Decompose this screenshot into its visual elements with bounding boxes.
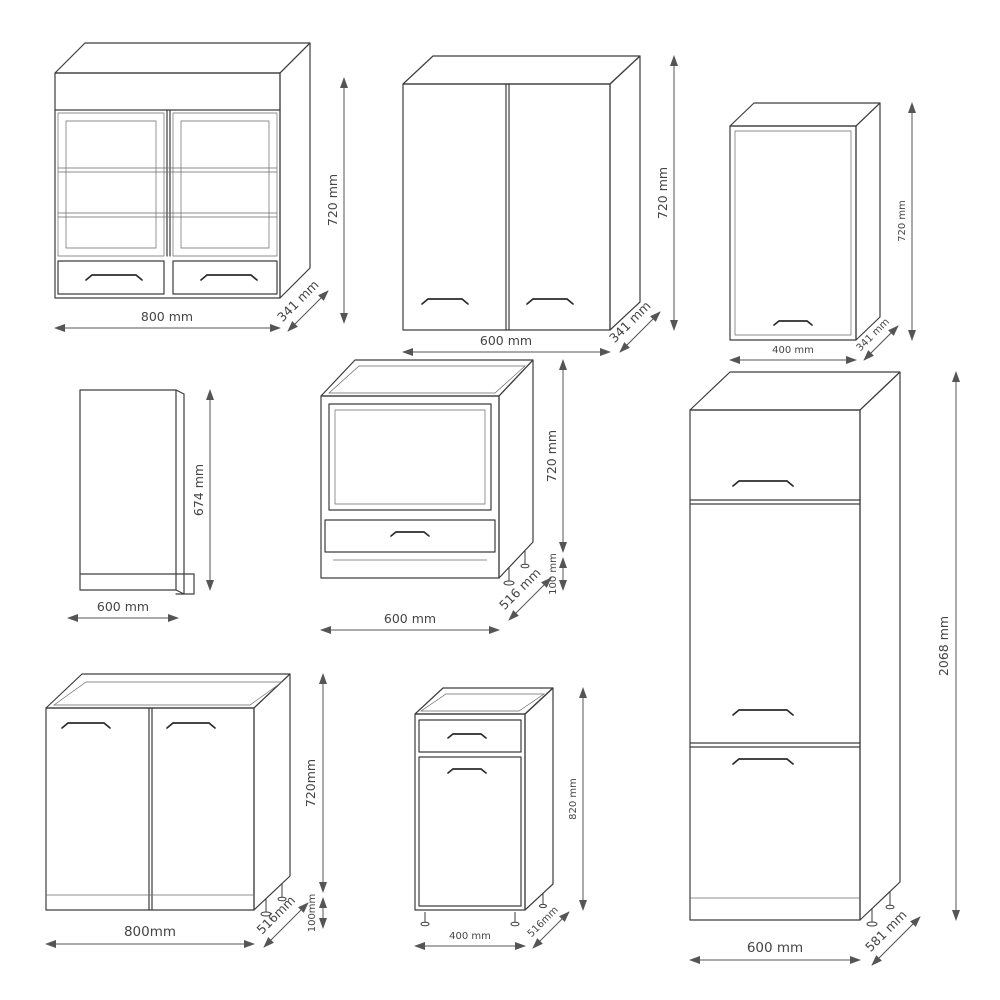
depth-dimension: 341 mm (855, 317, 899, 361)
wall-cabinet-glass-800-drawing: 800 mm 341 mm 720 mm (54, 42, 348, 332)
door-frame (734, 130, 852, 336)
door-handles (732, 480, 794, 765)
legs-label: 100mm (307, 894, 318, 933)
cabinet-outline (402, 55, 641, 331)
legs-dimension: 100mm (307, 894, 327, 933)
width-dimension: 400 mm (414, 931, 526, 950)
width-dimension: 800 mm (54, 309, 281, 332)
width-label: 400 mm (772, 345, 814, 356)
drawer-handle (390, 531, 430, 537)
depth-label: 516mm (253, 892, 298, 937)
door-handle (773, 320, 813, 326)
panel-outline (79, 389, 195, 595)
width-label: 600 mm (97, 599, 149, 614)
width-dimension: 600 mm (320, 611, 500, 634)
depth-dimension: 341 mm (606, 298, 661, 353)
width-label: 800 mm (141, 309, 193, 324)
width-label: 600 mm (747, 940, 803, 956)
depth-label: 341 mm (606, 298, 654, 346)
width-label: 400 mm (449, 931, 491, 942)
depth-dimension: 341 mm (274, 277, 329, 332)
height-dimension: 674 mm (191, 389, 214, 591)
interior-lines (328, 365, 526, 561)
wall-cabinet-400-drawing: 400 mm 341 mm 720 mm (729, 102, 916, 364)
door-handles (61, 722, 216, 729)
drawer-handles (85, 274, 258, 281)
depth-label: 516 mm (496, 565, 544, 613)
height-label: 720 mm (325, 174, 340, 226)
width-dimension: 800mm (45, 924, 255, 948)
cabinet-outline (54, 42, 311, 299)
base-cabinet-drawer-400-drawing: 400 mm 516mm 820 mm (414, 687, 587, 950)
width-dimension: 600 mm (67, 599, 179, 622)
height-label: 720 mm (655, 167, 670, 219)
depth-dimension: 516 mm (496, 565, 552, 621)
cabinet-outline (414, 687, 554, 911)
height-dimension: 720 mm (544, 359, 567, 553)
cabinet-outline (320, 359, 534, 579)
adjustable-feet (420, 894, 547, 927)
height-label: 820 mm (568, 778, 579, 820)
legs-label: 100 mm (548, 553, 559, 595)
cabinet-outline (689, 371, 901, 921)
height-dimension: 720mm (303, 673, 327, 893)
cabinet-outline (729, 102, 881, 341)
cabinet-outline (45, 673, 291, 911)
side-panel-600-drawing: 674 mm 600 mm (67, 389, 214, 622)
width-dimension: 600 mm (402, 333, 611, 356)
depth-label: 341 mm (274, 277, 322, 325)
open-top-lines (419, 693, 546, 712)
height-dimension: 720 mm (897, 102, 916, 341)
open-top-lines (46, 681, 284, 896)
height-dimension: 720 mm (655, 55, 678, 331)
height-label: 720mm (303, 759, 318, 807)
height-dimension: 820 mm (568, 687, 587, 911)
wall-cabinet-600-drawing: 600 mm 341 mm 720 mm (402, 55, 678, 356)
depth-dimension: 516mm (253, 892, 309, 948)
width-label: 600 mm (384, 611, 436, 626)
width-dimension: 400 mm (729, 345, 857, 364)
height-label: 674 mm (191, 464, 206, 516)
handles (447, 733, 487, 774)
width-label: 800mm (124, 924, 176, 940)
height-dimension: 720 mm (325, 77, 348, 324)
door-handles (421, 298, 574, 305)
glass-door-frames (57, 112, 278, 257)
height-label: 720 mm (544, 430, 559, 482)
depth-dimension: 581 mm (862, 907, 921, 966)
legs-dimension: 100 mm (548, 553, 567, 595)
height-label: 2068 mm (936, 616, 951, 676)
depth-label: 581 mm (862, 907, 910, 955)
oven-base-cabinet-600-drawing: 720 mm 100 mm 516 mm 600 mm (320, 359, 567, 634)
depth-label: 516mm (526, 905, 561, 940)
width-dimension: 600 mm (689, 940, 861, 964)
height-dimension: 2068 mm (936, 371, 960, 921)
height-label: 720 mm (897, 200, 908, 242)
tall-cabinet-600-drawing: 2068 mm 600 mm 581 mm (689, 371, 960, 966)
width-label: 600 mm (480, 333, 532, 348)
sink-base-cabinet-800-drawing: 800mm 516mm 720mm 100mm (45, 673, 327, 948)
depth-dimension: 516mm (526, 905, 570, 949)
